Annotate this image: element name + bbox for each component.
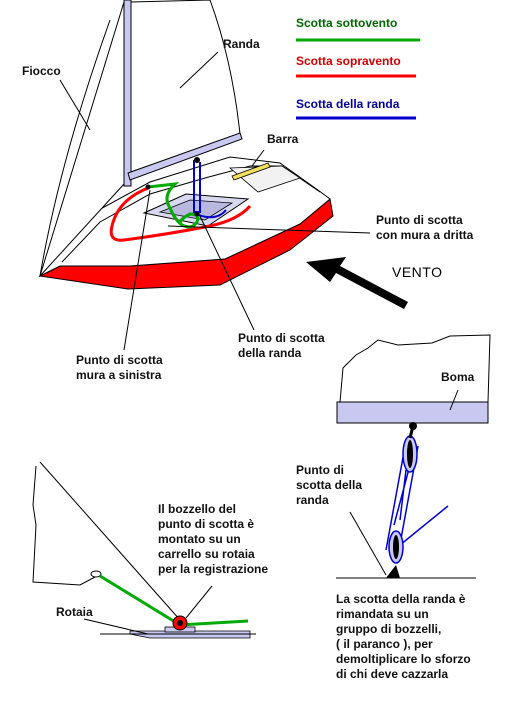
jib-sheet-point	[145, 184, 151, 190]
boom-shackle	[408, 425, 415, 439]
mast	[123, 0, 132, 187]
tackle-tail	[399, 505, 449, 546]
label-punto-randa: Punto di scotta della randa	[238, 331, 325, 360]
mainsheet-block	[194, 157, 200, 163]
label-punto-randa-detail: Punto di scotta della randa	[296, 463, 363, 507]
legend-sopravento: Scotta sopravento	[296, 54, 401, 68]
leader-fiocco	[59, 79, 91, 131]
leader-rotaia	[83, 618, 149, 635]
tiller	[231, 162, 271, 181]
leader-bozzello	[185, 585, 213, 619]
label-rotaia: Rotaia	[56, 605, 93, 619]
boma-spar	[336, 401, 489, 424]
main-boom	[127, 132, 243, 181]
legend-randa: Scotta della randa	[296, 97, 400, 111]
cockpit-floor	[158, 199, 234, 221]
label-vento: VENTO	[392, 264, 443, 280]
jib-leech-left	[39, 461, 181, 621]
label-paranco: La scotta della randa è rimandata su un …	[336, 592, 471, 681]
boom-sail-outline	[339, 334, 491, 403]
legend-sottovento: Scotta sottovento	[296, 16, 398, 30]
red-sheet	[109, 186, 252, 242]
green-sheet-left	[99, 574, 249, 627]
wind-arrow	[306, 257, 408, 309]
label-punto-sinistra: Punto di scotta mura a sinistra	[76, 353, 163, 382]
label-randa: Randa	[223, 37, 260, 51]
traveller-sheave	[177, 620, 183, 626]
label-boma: Boma	[441, 370, 475, 384]
lower-block-core	[393, 535, 399, 559]
leader-boma	[449, 389, 459, 411]
deck-fitting	[386, 565, 400, 578]
leader-dritta	[167, 225, 371, 234]
jib-outline-left	[32, 465, 96, 586]
clew-ring	[90, 570, 102, 578]
leader-punto-randa	[349, 511, 387, 576]
leader-barra	[251, 149, 265, 167]
label-punto-dritta: Punto di scotta con mura a dritta	[376, 213, 474, 242]
leader-randa-point	[198, 213, 255, 331]
label-bozzello: Il bozzello del punto di scotta è montat…	[158, 502, 269, 576]
mainsheet-point	[194, 211, 200, 217]
upper-block-core	[407, 440, 413, 468]
jib-leech	[39, 19, 111, 277]
tackle-lines	[385, 440, 419, 556]
label-barra: Barra	[267, 132, 299, 146]
label-fiocco: Fiocco	[22, 64, 61, 78]
leader-sinistra	[123, 189, 151, 351]
leader-randa	[179, 51, 219, 89]
